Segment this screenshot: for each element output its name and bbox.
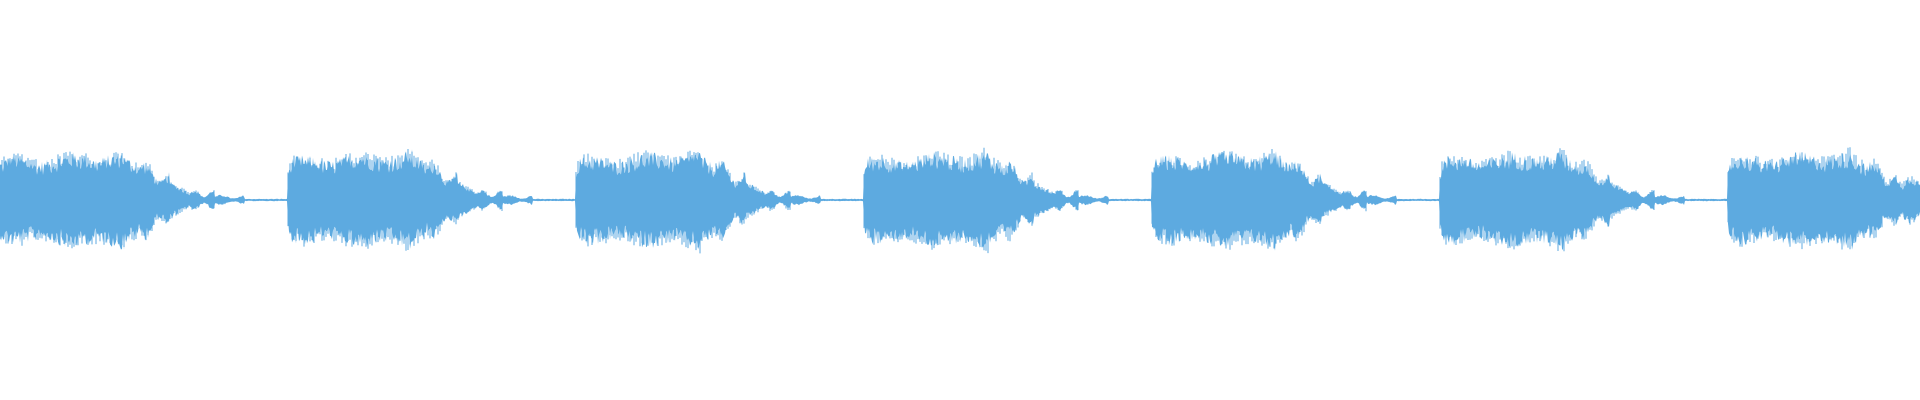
- audio-waveform-view[interactable]: [0, 0, 1920, 400]
- waveform[interactable]: [0, 0, 1920, 400]
